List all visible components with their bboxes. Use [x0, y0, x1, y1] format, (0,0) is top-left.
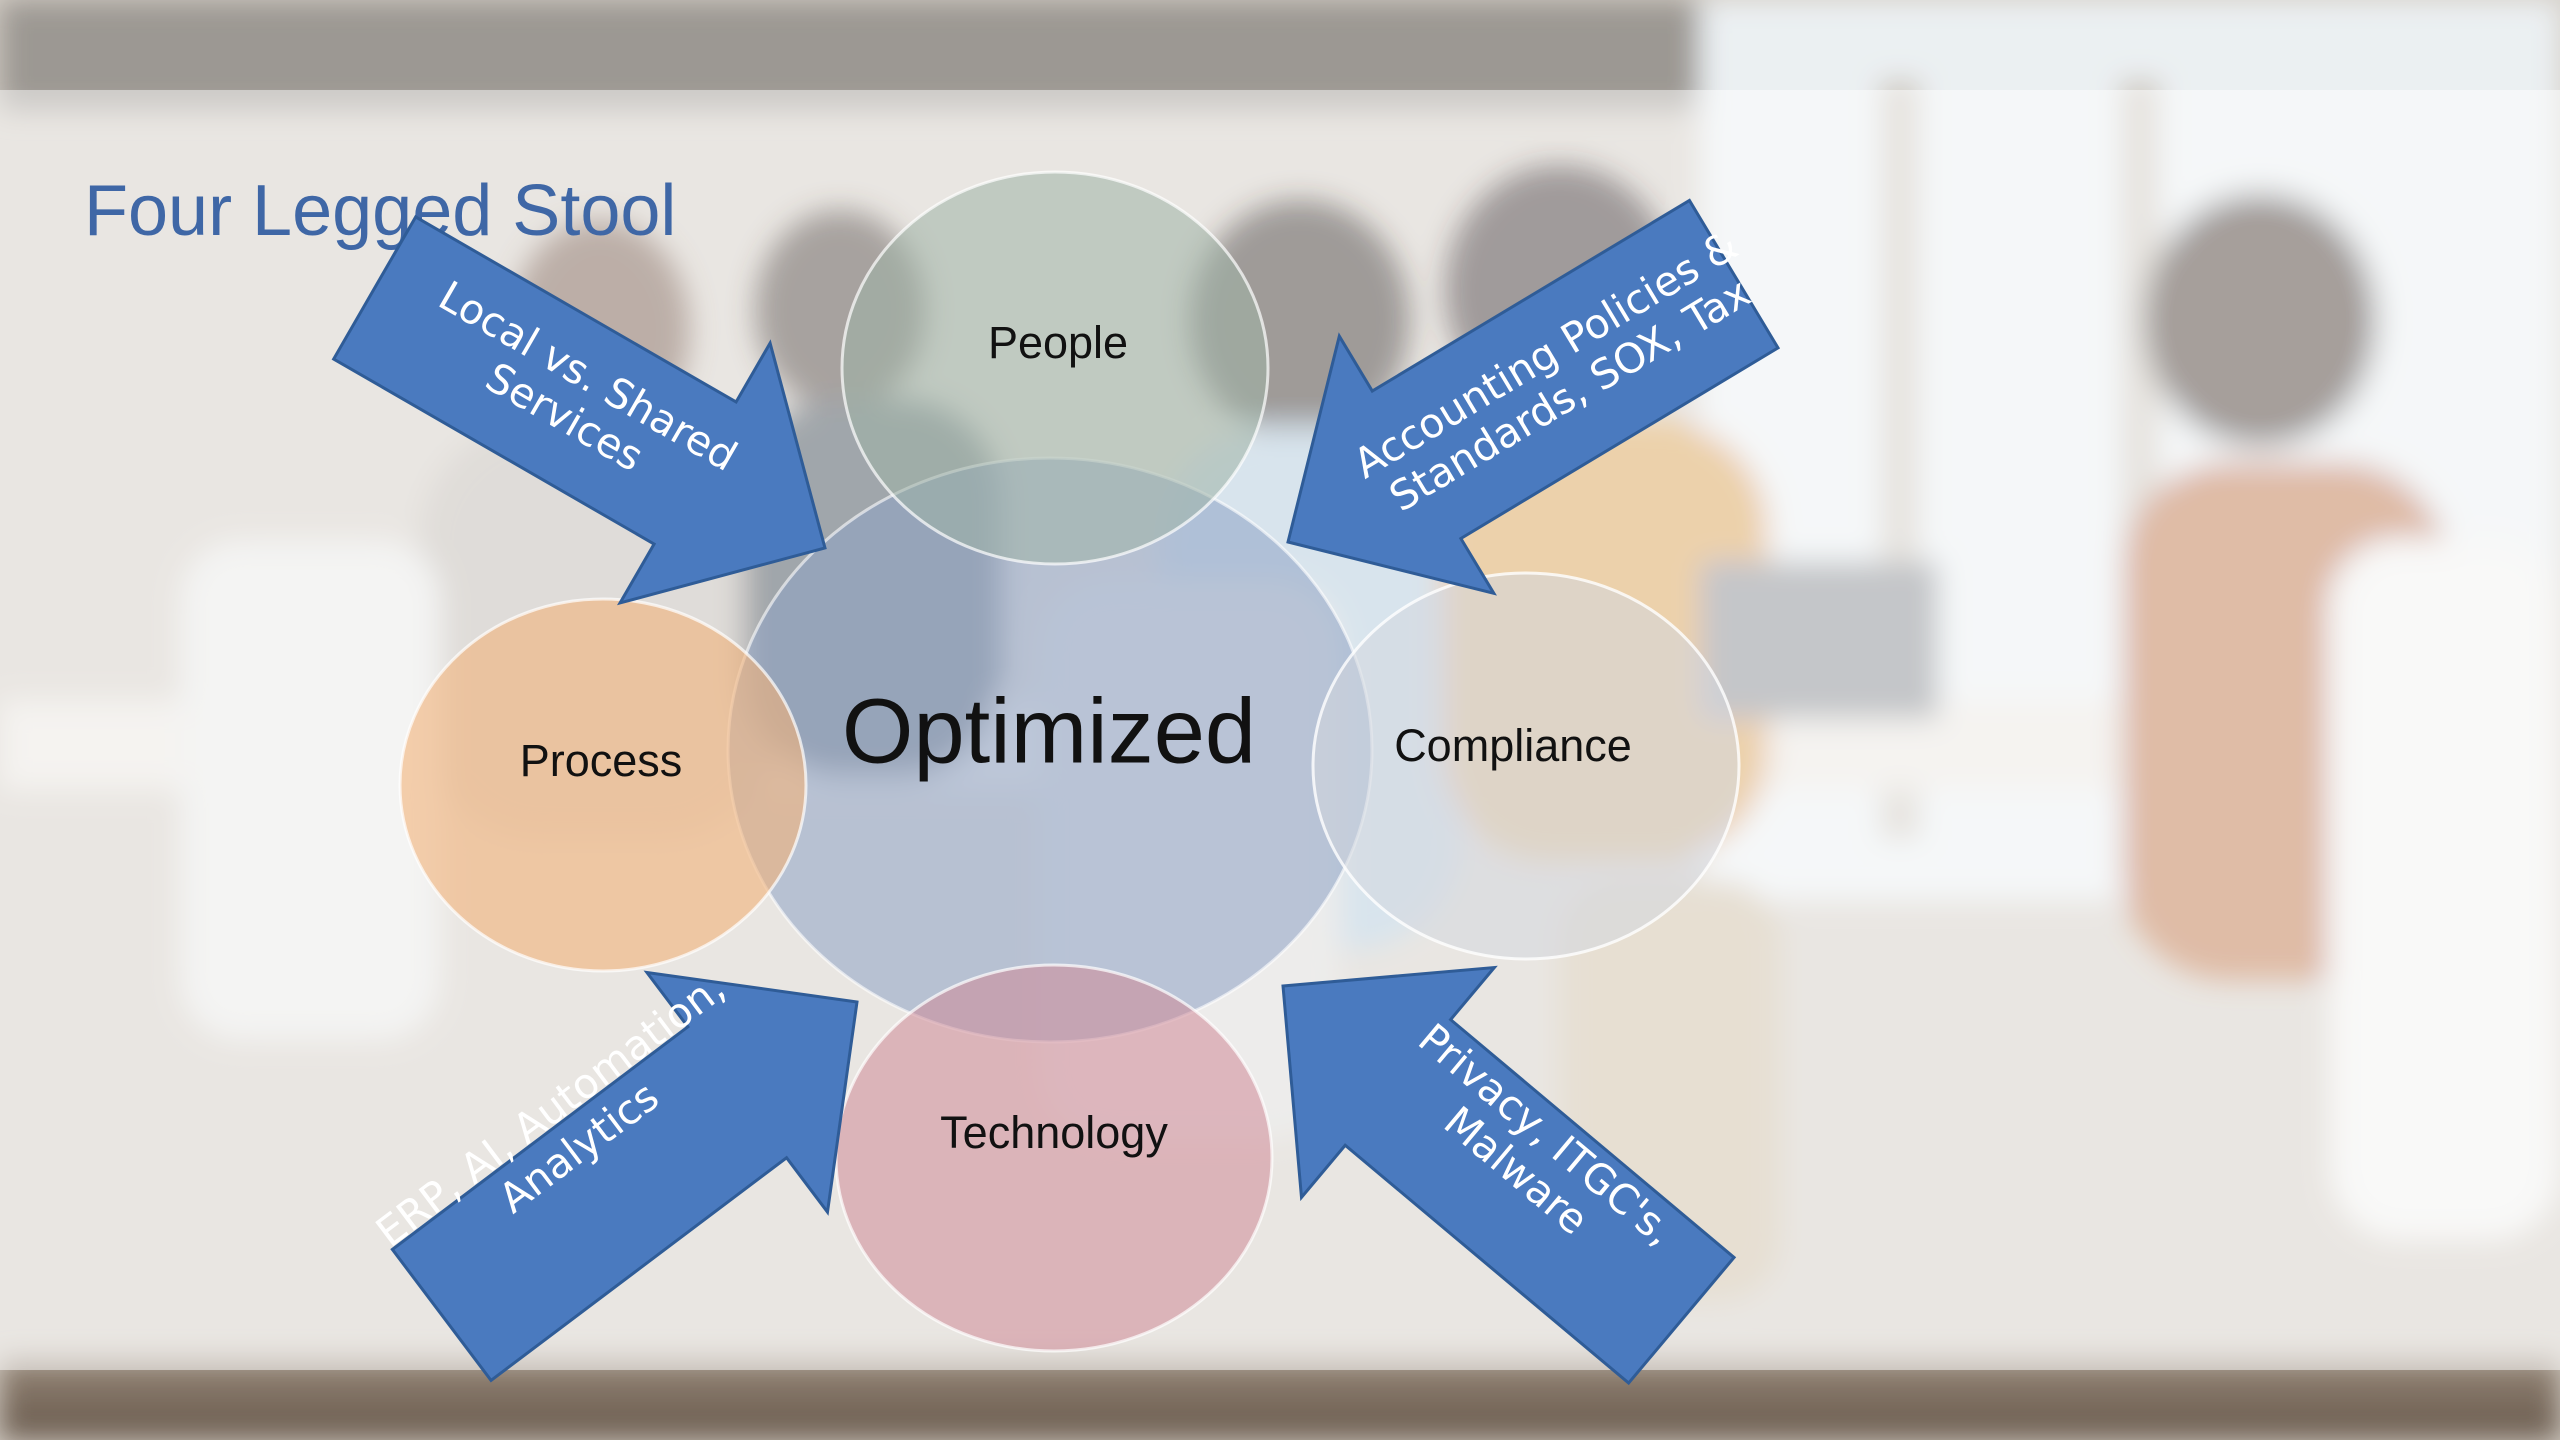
technology-label: Technology [940, 1107, 1168, 1158]
circle-people [840, 170, 1270, 566]
process-label: Process [519, 735, 683, 786]
optimized-label: Optimized [841, 680, 1257, 783]
circle-compliance [1311, 571, 1741, 961]
arrow-local-shared [331, 214, 827, 606]
arrow-privacy [1281, 965, 1737, 1386]
slide-title: Four Legged Stool [84, 171, 677, 251]
arrow-accounting [1286, 198, 1781, 596]
arrow-erp [390, 970, 859, 1383]
circle-process [398, 597, 808, 973]
compliance-label: Compliance [1394, 720, 1632, 771]
people-label: People [987, 317, 1129, 368]
